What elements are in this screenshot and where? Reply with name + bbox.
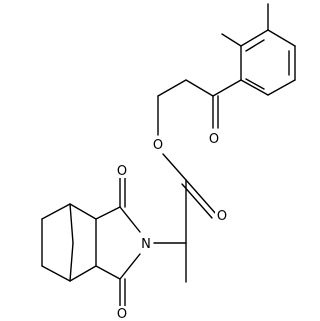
atom-ketone-oxygen: O [207,130,221,147]
atom-ester-carbonyl-oxygen: O [215,207,229,224]
atom-imide-top-oxygen: O [115,162,129,179]
atom-label-ketone-o: O [209,132,219,147]
atom-label-imide-bottom-o: O [117,307,127,321]
bond-lines [41,3,296,308]
atom-imide-bottom-oxygen: O [115,306,129,321]
molecule-structure-diagram: O O O O N O [41,3,296,321]
atom-label-ester-carbonyl-o: O [217,209,227,224]
atom-ester-link-oxygen: O [151,136,165,153]
atom-label-imide-n: N [141,237,151,252]
atom-labels: O O O O N O [115,130,229,321]
atom-label-ester-link-o: O [153,138,163,153]
atom-imide-nitrogen: N [139,235,153,252]
atom-label-imide-top-o: O [117,164,127,179]
